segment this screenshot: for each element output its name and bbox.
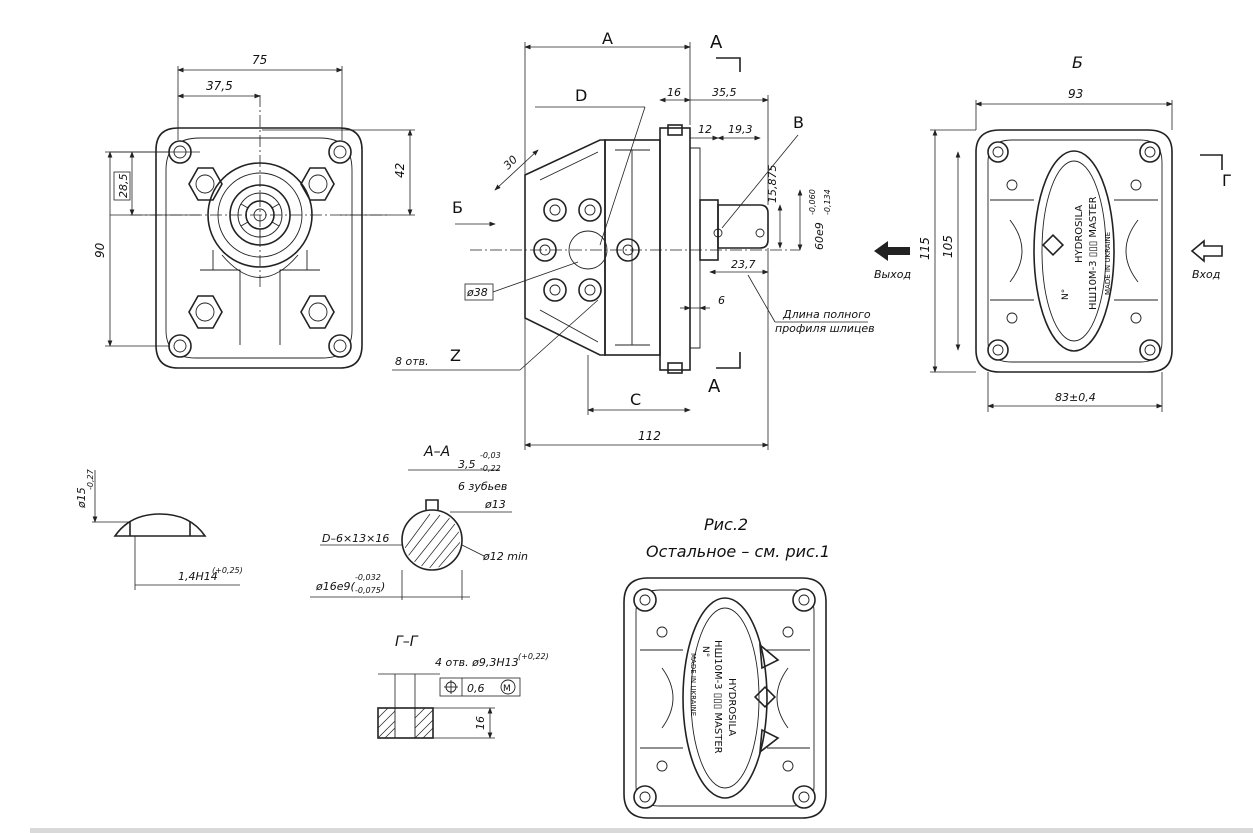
back-plate-model: НШ10М-3 ▯▯▯ MASTER: [1088, 196, 1099, 310]
section-AA-dim-12min: ø12 min: [482, 550, 528, 563]
fig2-title: Рис.2: [704, 515, 748, 534]
fig2-plate-no: N°: [700, 646, 710, 657]
dim-42-label: 42: [393, 163, 407, 178]
label-in: Вход: [1192, 268, 1220, 281]
section-AA-spline: D–6×13×16: [322, 532, 389, 545]
figure-2: Рис.2 Остальное – см. рис.1 HYDROSILA НШ…: [623, 515, 830, 819]
dim-105-label: 105: [941, 235, 955, 258]
dim-6-label: 6: [718, 294, 725, 307]
section-AA-dim-3-5-tol-upper: -0,03: [480, 451, 501, 460]
dim-115-label: 115: [918, 237, 932, 260]
back-plate-no: N°: [1061, 289, 1071, 300]
section-AA-teeth: 6 зубьев: [458, 480, 507, 493]
view-B-title: Б: [1072, 53, 1083, 72]
dim-12-label: 12: [698, 123, 712, 136]
dim-15-875-label: 15,875: [766, 165, 779, 204]
label-C: C: [630, 390, 641, 409]
label-B: B: [793, 113, 804, 132]
dim-16-label: 16: [667, 86, 681, 99]
label-section-G: Г: [1222, 171, 1232, 190]
section-GG-position-mod: M: [503, 684, 511, 694]
detail-plug: ø15 -0,27 1,4H14 (+0,25): [75, 468, 243, 590]
section-AA-dim-3-5: 3,5: [458, 458, 476, 471]
label-view-B-arrow: Б: [452, 198, 463, 217]
dim-112-label: 112: [638, 429, 661, 443]
bolt-hex: [188, 167, 335, 329]
section-AA-dim-3-5-tol-lower: -0,22: [480, 464, 501, 473]
note-spline-line2: профиля шлицев: [775, 322, 875, 335]
detail-dim-1-4-tol: (+0,25): [212, 566, 243, 575]
back-plate-brand: HYDROSILA: [1074, 205, 1085, 263]
section-GG-title: Г–Г: [395, 634, 419, 650]
back-plate-made: MADE IN UKRAINE: [1104, 232, 1112, 295]
label-section-A-bottom: A: [708, 376, 721, 397]
dim-60e9-label: 60e9: [813, 222, 826, 250]
detail-dim-15: ø15: [75, 487, 88, 509]
dim-37-5-label: 37,5: [206, 79, 233, 93]
section-AA: А–А 3,5 -0,03 -0,22 6 зубьев ø13 D–6×13×…: [310, 444, 528, 600]
dim-60e9-tol-upper: -0,060: [808, 189, 817, 215]
label-section-A-top: A: [710, 32, 723, 53]
dim-23-7-label: 23,7: [731, 258, 756, 271]
detail-dim-15-tol: -0,27: [86, 468, 95, 490]
dim-8-holes-label: 8 отв.: [395, 355, 429, 368]
section-GG-dim-16: 16: [474, 716, 487, 730]
section-AA-dim-13: ø13: [484, 498, 506, 511]
section-GG-position-tol: 0,6: [467, 682, 485, 695]
fig2-subtitle: Остальное – см. рис.1: [646, 542, 830, 561]
dim-75-label: 75: [252, 53, 267, 67]
section-AA-dim-16e9-tol-lower: -0,075: [355, 586, 381, 595]
front-view: 75 37,5 28,5 42 90: [93, 53, 415, 369]
label-out: Выход: [874, 268, 911, 281]
section-AA-dim-16e9-tol-upper: -0,032: [355, 573, 381, 582]
section-GG: Г–Г 4 отв. ø9,3H13 (+0,22) 0,6 M 16: [377, 634, 549, 739]
fig2-plate-model: НШ10М-3 ▯▯▯ MASTER: [712, 640, 723, 754]
label-A: A: [602, 29, 613, 48]
inlet-arrow-icon: [1190, 239, 1223, 263]
detail-dim-1-4: 1,4H14: [178, 570, 218, 583]
dim-93-label: 93: [1068, 87, 1083, 101]
section-AA-dim-16e9-close: ): [380, 580, 385, 593]
label-Z: Z: [450, 346, 461, 365]
dim-35-5-label: 35,5: [712, 86, 737, 99]
bottom-scrollbar[interactable]: [30, 828, 1253, 833]
section-AA-title: А–А: [423, 444, 450, 460]
fig2-plate-brand: HYDROSILA: [726, 678, 737, 736]
side-view: A A A D 16 35,5 12 19,3 B 30 Б 15,875: [392, 29, 875, 450]
fig2-plate-made: MADE IN UKRAINE: [689, 653, 697, 716]
section-GG-holes: 4 отв. ø9,3H13: [435, 656, 519, 669]
dim-90-label: 90: [93, 242, 107, 258]
dim-60e9-tol-lower: -0,134: [823, 189, 832, 215]
note-spline-line1: Длина полного: [782, 308, 871, 321]
dim-28-5-label: 28,5: [117, 174, 130, 199]
section-GG-holes-tol: (+0,22): [518, 652, 549, 661]
label-D: D: [575, 86, 587, 105]
dim-83-label: 83±0,4: [1055, 391, 1096, 404]
outlet-arrow-icon: [874, 241, 910, 261]
dim-19-3-label: 19,3: [728, 123, 753, 136]
back-view: Б HYDROSILA НШ10М-3 ▯▯▯ MASTER N° MADE I…: [874, 53, 1232, 412]
section-AA-dim-16e9: ø16e9(: [315, 580, 355, 593]
dim-38-label: ø38: [466, 286, 488, 299]
